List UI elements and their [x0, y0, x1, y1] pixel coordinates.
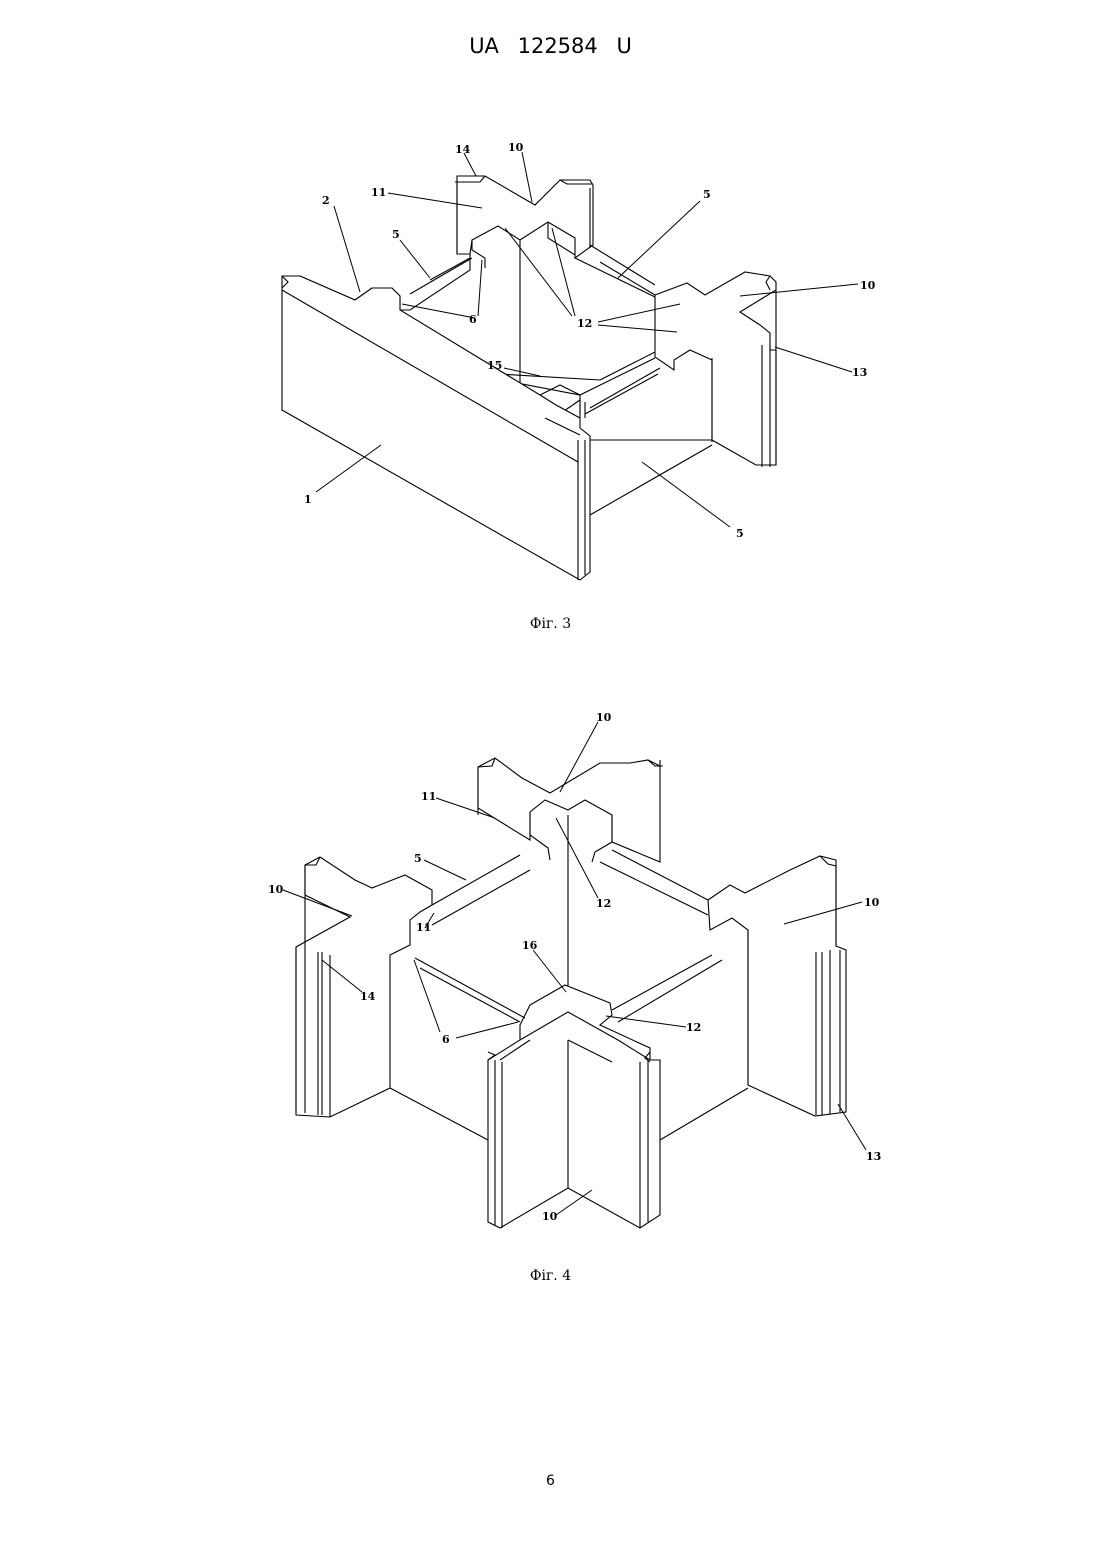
fig3-label-6: 6 — [469, 313, 477, 326]
fig3-label-12: 12 — [577, 317, 592, 330]
figure-4-caption: Фіг. 4 — [0, 1268, 1101, 1284]
patent-number-header: UA 122584 U — [0, 34, 1101, 58]
fig4-label-11-top: 11 — [421, 790, 436, 803]
fig3-front-wall — [282, 276, 590, 580]
fig3-label-5-left: 5 — [392, 228, 400, 241]
fig4-label-12-bottom: 12 — [686, 1021, 701, 1034]
fig3-right-cross-column — [655, 272, 776, 467]
fig3-label-13: 13 — [852, 366, 867, 379]
fig3-right-wall — [590, 440, 712, 515]
fig4-label-12-top: 12 — [596, 897, 611, 910]
fig4-label-13: 13 — [866, 1150, 881, 1163]
fig3-label-11: 11 — [371, 186, 386, 199]
fig3-label-1: 1 — [304, 493, 312, 506]
fig4-label-11-left: 11 — [416, 921, 431, 934]
fig4-label-10-right: 10 — [864, 896, 880, 909]
fig3-label-2: 2 — [322, 194, 330, 207]
fig4-front-cross-column — [488, 985, 660, 1228]
fig4-label-5: 5 — [414, 852, 422, 865]
fig3-label-5-bottom: 5 — [736, 527, 744, 540]
fig3-label-10-right: 10 — [860, 279, 876, 292]
fig3-label-5-right: 5 — [703, 188, 711, 201]
fig3-label-15: 15 — [487, 359, 502, 372]
page-number: 6 — [0, 1473, 1101, 1489]
fig4-label-6: 6 — [442, 1033, 450, 1046]
fig4-label-10-left: 10 — [268, 883, 284, 896]
figure-3-drawing: 14 10 11 2 5 5 6 12 10 13 15 1 5 — [0, 130, 1101, 600]
fig4-label-10-bottom: 10 — [542, 1210, 558, 1223]
fig3-label-14: 14 — [455, 143, 471, 156]
fig4-left-cross-column — [296, 857, 432, 1117]
fig4-label-16: 16 — [522, 939, 538, 952]
fig4-label-10-top: 10 — [596, 711, 612, 724]
figure-3-caption: Фіг. 3 — [0, 616, 1101, 632]
fig4-right-cross-column — [708, 856, 846, 1116]
fig3-label-10-top: 10 — [508, 141, 524, 154]
figure-4-drawing: 10 11 5 10 11 12 10 16 14 6 12 13 10 — [0, 705, 1101, 1240]
fig4-label-14: 14 — [360, 990, 376, 1003]
